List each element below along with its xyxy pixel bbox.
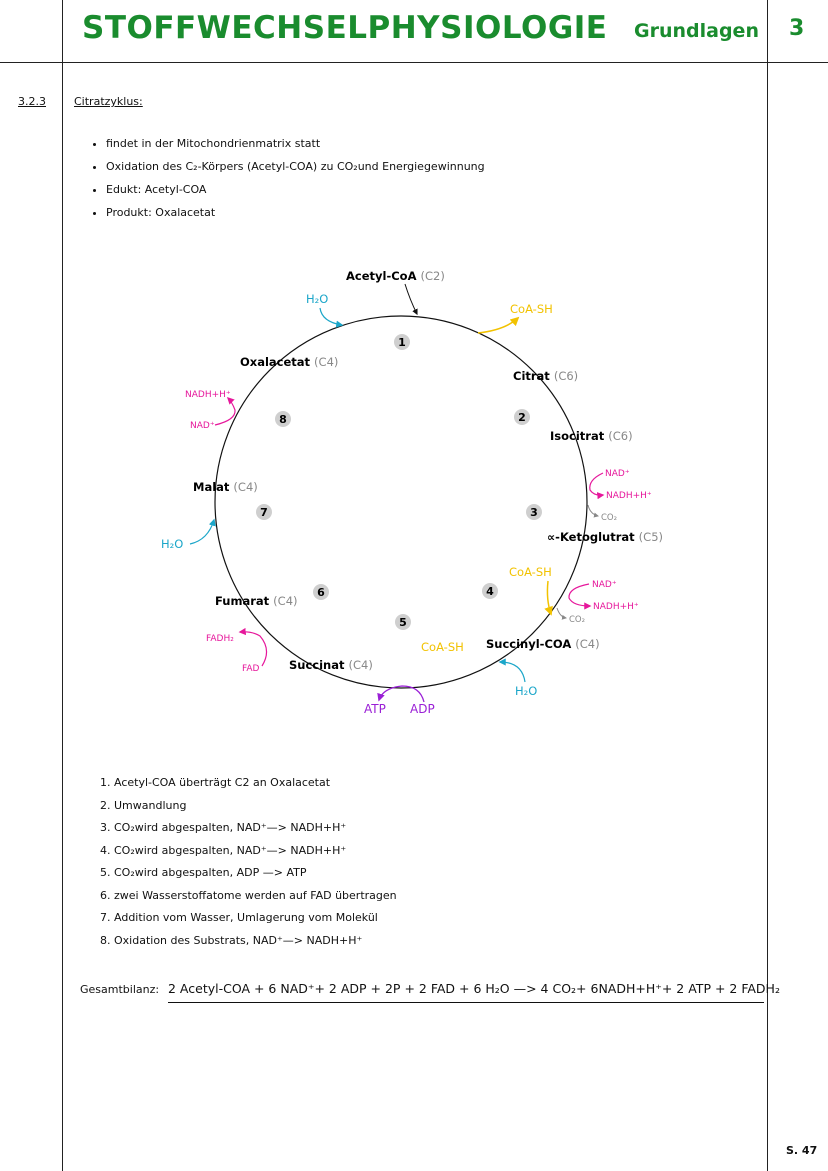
- bullet-item: Produkt: Oxalacetat: [106, 201, 485, 224]
- molecule-succinat: Succinat (C4): [289, 658, 373, 672]
- svg-text:8: 8: [279, 413, 287, 426]
- bullet-item: findet in der Mitochondrienmatrix statt: [106, 132, 485, 155]
- molecule-ketoglutarat: ∝-Ketoglutrat (C5): [547, 530, 663, 544]
- molecule-citrat: Citrat (C6): [513, 369, 578, 383]
- nad-label-step4: NAD⁺: [592, 580, 617, 590]
- co2-label-step3: CO₂: [601, 513, 617, 523]
- step-markers: 1 2 3 4 5 6 7 8: [256, 334, 542, 630]
- atp-label: ATP: [364, 702, 386, 716]
- cycle-circle: [214, 315, 588, 689]
- chapter-number: 3: [789, 16, 805, 41]
- step-marker-5: 5: [395, 614, 411, 630]
- step-marker-1: 1: [394, 334, 410, 350]
- steps-list: Acetyl-COA überträgt C2 an Oxalacetat Um…: [96, 772, 397, 952]
- acetyl-coa-arrow: [404, 283, 418, 316]
- svg-text:6: 6: [317, 586, 325, 599]
- adp-atp-arrow: [377, 685, 425, 703]
- step-item: CO₂wird abgespalten, NAD⁺—> NADH+H⁺: [114, 817, 397, 840]
- step-marker-7: 7: [256, 504, 272, 520]
- molecule-acetyl-coa: Acetyl-CoA (C2): [346, 269, 445, 283]
- svg-text:2: 2: [518, 411, 526, 424]
- h2o-label-step1: H₂O: [306, 292, 328, 306]
- h2o-arrow-step1: [319, 307, 344, 328]
- bullet-item: Edukt: Acetyl-COA: [106, 178, 485, 201]
- co2-arrow-step3: [587, 504, 599, 518]
- nadh-label-step4: NADH+H⁺: [593, 602, 639, 612]
- svg-text:1: 1: [398, 336, 406, 349]
- h2o-label-step5: H₂O: [515, 684, 537, 698]
- header-divider: [0, 62, 828, 63]
- right-margin-line: [767, 0, 768, 1171]
- page-subtitle: Grundlagen: [634, 20, 759, 42]
- molecule-fumarat: Fumarat (C4): [215, 594, 298, 608]
- step-marker-2: 2: [514, 409, 530, 425]
- nadh-label-step8: NADH+H⁺: [185, 390, 231, 400]
- coa-sh-arrow-step1: [477, 316, 520, 334]
- h2o-label-step7: H₂O: [161, 537, 183, 551]
- page-number: S. 47: [786, 1144, 818, 1157]
- step-item: Addition vom Wasser, Umlagerung vom Mole…: [114, 907, 397, 930]
- section-title: Citratzyklus:: [74, 95, 143, 108]
- nadh-label-step3: NADH+H⁺: [606, 491, 652, 501]
- h2o-arrow-step7: [189, 518, 216, 545]
- nad-arrow-step3: [589, 472, 605, 500]
- bilanz-underline: [168, 1002, 764, 1003]
- molecule-oxalacetat: Oxalacetat (C4): [240, 355, 338, 369]
- coa-sh-label-step5: CoA-SH: [421, 640, 464, 654]
- adp-label: ADP: [410, 702, 435, 716]
- co2-label-step4: CO₂: [569, 615, 585, 625]
- coa-sh-label-step1: CoA-SH: [510, 302, 553, 316]
- nad-arrow-step8: [214, 396, 236, 426]
- coa-sh-label-step4: CoA-SH: [509, 565, 552, 579]
- step-item: Oxidation des Substrats, NAD⁺—> NADH+H⁺: [114, 930, 397, 953]
- molecule-malat: Malat (C4): [193, 480, 258, 494]
- fadh2-label: FADH₂: [206, 634, 234, 644]
- molecule-succinyl-coa: Succinyl-COA (C4): [486, 637, 600, 651]
- svg-text:7: 7: [260, 506, 268, 519]
- fad-label: FAD: [242, 664, 260, 674]
- svg-text:3: 3: [530, 506, 538, 519]
- fad-arrow: [238, 627, 268, 667]
- bilanz-equation: 2 Acetyl-COA + 6 NAD⁺+ 2 ADP + 2P + 2 FA…: [168, 981, 780, 996]
- step-item: Acetyl-COA überträgt C2 an Oxalacetat: [114, 772, 397, 795]
- molecule-isocitrat: Isocitrat (C6): [550, 429, 633, 443]
- co2-arrow-step4: [556, 607, 567, 620]
- h2o-arrow-step5: [498, 658, 526, 683]
- nad-label-step8: NAD⁺: [190, 421, 215, 431]
- step-marker-8: 8: [275, 411, 291, 427]
- bilanz-label: Gesamtbilanz:: [80, 983, 160, 996]
- step-item: Umwandlung: [114, 795, 397, 818]
- nad-arrow-step4: [568, 583, 592, 610]
- nad-label-step3: NAD⁺: [605, 469, 630, 479]
- svg-text:4: 4: [486, 585, 494, 598]
- step-item: zwei Wasserstoffatome werden auf FAD übe…: [114, 885, 397, 908]
- step-item: CO₂wird abgespalten, ADP —> ATP: [114, 862, 397, 885]
- left-margin-line: [62, 0, 63, 1171]
- page-title: STOFFWECHSELPHYSIOLOGIE: [82, 10, 608, 46]
- step-marker-3: 3: [526, 504, 542, 520]
- step-marker-4: 4: [482, 583, 498, 599]
- bullet-item: Oxidation des C₂-Körpers (Acetyl-COA) zu…: [106, 155, 485, 178]
- coa-sh-arrow-step4: [544, 580, 553, 616]
- section-number: 3.2.3: [18, 95, 46, 108]
- svg-text:5: 5: [399, 616, 407, 629]
- bullet-list: findet in der Mitochondrienmatrix statt …: [90, 132, 485, 224]
- step-marker-6: 6: [313, 584, 329, 600]
- step-item: CO₂wird abgespalten, NAD⁺—> NADH+H⁺: [114, 840, 397, 863]
